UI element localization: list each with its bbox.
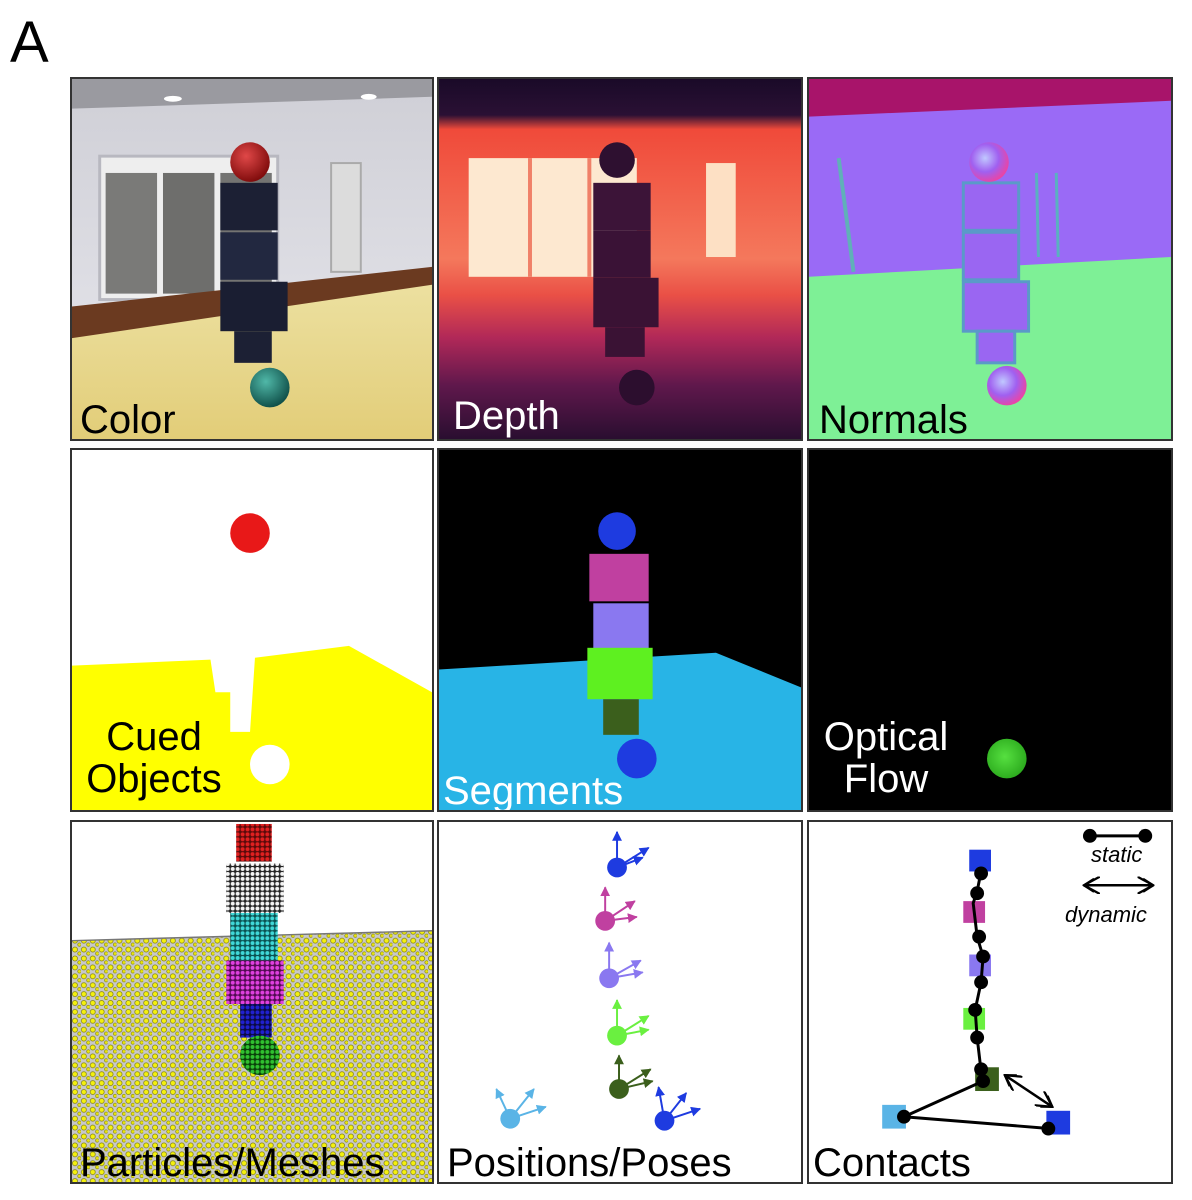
segments-label: Segments xyxy=(443,769,624,812)
cued-objects-render xyxy=(72,450,432,810)
particles-render xyxy=(72,822,432,1182)
depth-label: Depth xyxy=(453,394,560,438)
cued-objects-panel: Cued Objects xyxy=(70,448,434,812)
color-panel: Color xyxy=(70,77,434,441)
panel-letter: A xyxy=(10,10,49,75)
pose-magenta xyxy=(595,886,638,931)
segments-render xyxy=(439,450,801,810)
optical-flow-label: Optical Flow xyxy=(811,716,961,800)
optical-flow-label-line2: Flow xyxy=(843,757,929,801)
segments-panel: Segments xyxy=(437,448,803,812)
contacts-render xyxy=(809,822,1171,1182)
particles-meshes-label: Particles/Meshes xyxy=(80,1141,385,1184)
contacts-label: Contacts xyxy=(813,1141,971,1184)
contact-node-lightblue xyxy=(882,1104,906,1129)
pose-blue-top xyxy=(607,830,650,878)
legend-static-symbol xyxy=(1082,828,1153,843)
contacts-panel: static dynamic Contacts xyxy=(807,820,1173,1184)
cued-objects-label: Cued Objects xyxy=(74,716,234,800)
normals-panel: Normals xyxy=(807,77,1173,441)
optical-flow-render xyxy=(809,450,1171,810)
positions-poses-panel: Positions/Poses xyxy=(437,820,803,1184)
pose-lightblue xyxy=(495,1088,547,1129)
pose-blue-bottom xyxy=(654,1086,702,1131)
legend-dynamic-label: dynamic xyxy=(1065,902,1147,927)
cued-objects-label-line2: Objects xyxy=(86,757,222,801)
static-contact-chain xyxy=(903,871,1051,1131)
pose-lavender xyxy=(599,941,644,989)
pose-green xyxy=(607,999,650,1046)
legend-static-label: static xyxy=(1091,842,1143,867)
cued-objects-label-line1: Cued xyxy=(106,715,202,759)
dynamic-contact-arrow xyxy=(1005,1075,1052,1107)
contact-node-blue-top xyxy=(969,849,991,872)
normals-label: Normals xyxy=(819,398,968,441)
optical-flow-label-line1: Optical xyxy=(823,715,949,759)
pose-darkgreen xyxy=(609,1054,654,1099)
depth-render xyxy=(439,79,801,439)
normals-render xyxy=(809,79,1171,439)
positions-render xyxy=(439,822,801,1182)
optical-flow-panel: Optical Flow xyxy=(807,448,1173,812)
positions-poses-label: Positions/Poses xyxy=(447,1141,732,1184)
particles-meshes-panel: Particles/Meshes xyxy=(70,820,434,1184)
color-render xyxy=(72,79,432,439)
color-label: Color xyxy=(80,398,176,441)
depth-panel: Depth xyxy=(437,77,803,441)
